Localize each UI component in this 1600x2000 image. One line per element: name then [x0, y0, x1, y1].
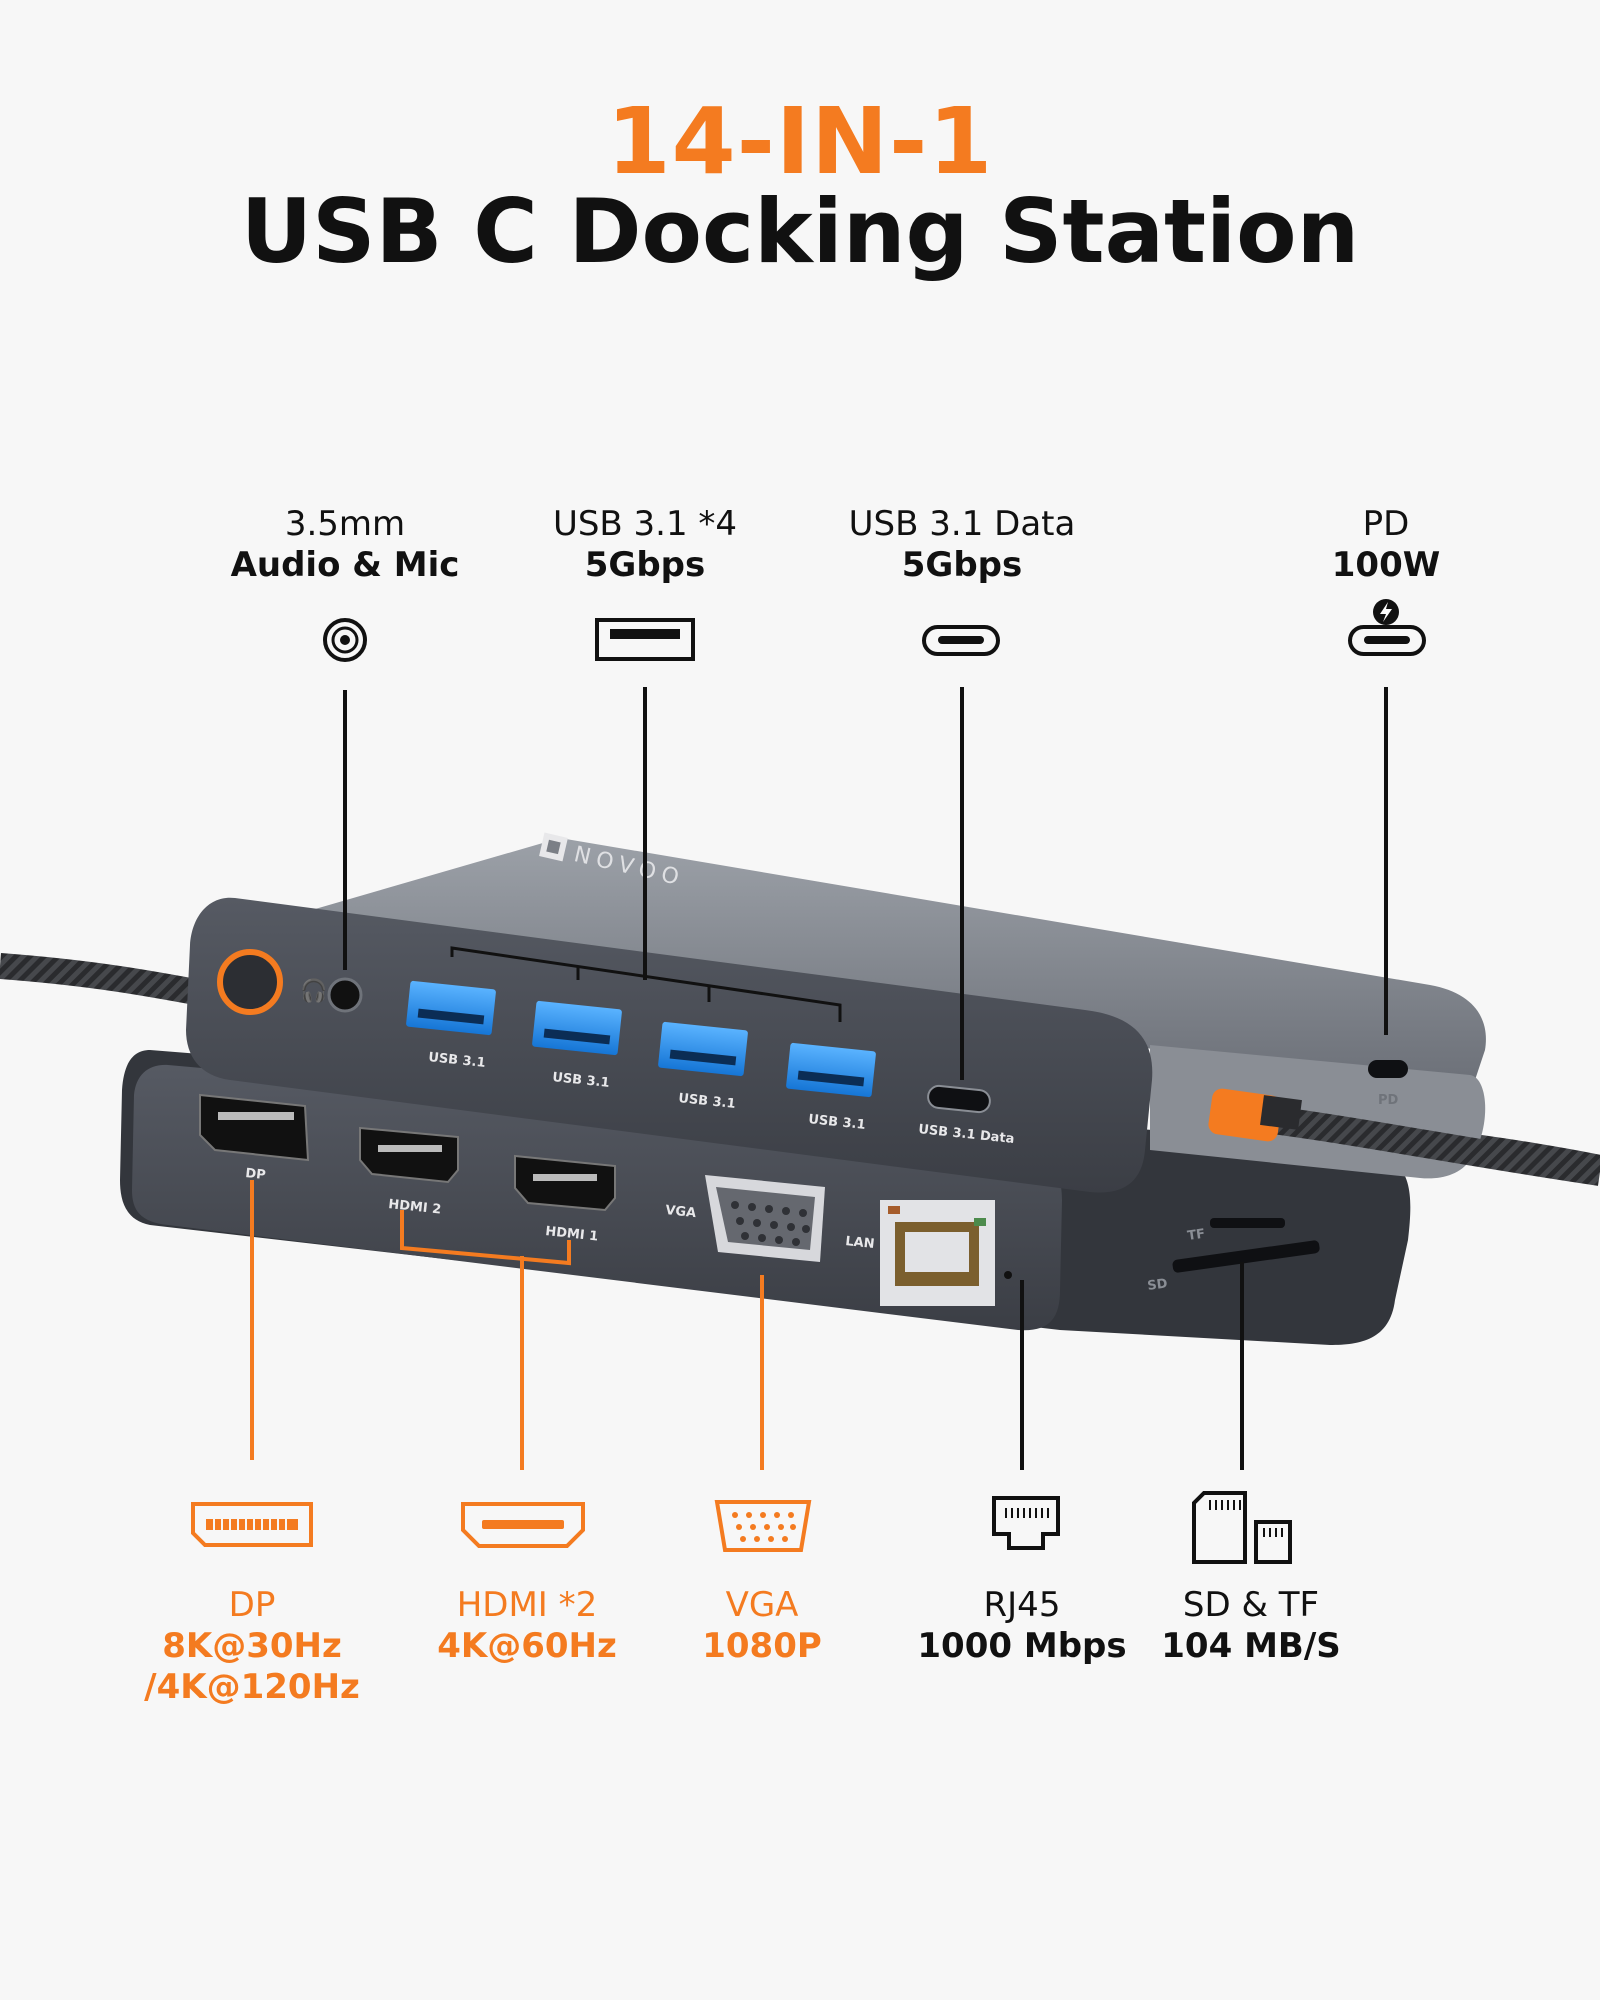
label-hdmi: HDMI *2 4K@60Hz: [337, 1585, 717, 1667]
svg-text:PD: PD: [1378, 1093, 1399, 1108]
label-rj45-line2: 1000 Mbps: [917, 1626, 1127, 1666]
headline-count: 14-IN-1: [606, 88, 994, 195]
dock-top-unit: NOVOO 🎧: [186, 832, 1486, 1193]
svg-text:USB 3.1: USB 3.1: [808, 1112, 867, 1133]
label-dp-line3: /4K@120Hz: [144, 1667, 360, 1707]
label-sd-tf-line1: SD & TF: [1182, 1585, 1320, 1625]
usb-a-icon: [595, 618, 695, 661]
label-vga: VGA 1080P: [572, 1585, 952, 1667]
label-pd-line1: PD: [1362, 504, 1410, 544]
label-audio-line2: Audio & Mic: [230, 545, 460, 585]
dp-port: [199, 1093, 310, 1162]
label-rj45-line1: RJ45: [983, 1585, 1061, 1625]
label-sd-tf-line2: 104 MB/S: [1161, 1626, 1341, 1666]
label-vga-line1: VGA: [725, 1585, 799, 1625]
label-usb-a-line1: USB 3.1 *4: [552, 504, 738, 544]
lan-port: [880, 1200, 995, 1306]
label-dp: DP 8K@30Hz /4K@120Hz: [62, 1585, 442, 1708]
leader-lines-top: [343, 687, 1388, 1080]
hdmi1-port: [514, 1154, 616, 1212]
svg-text:LAN: LAN: [845, 1234, 876, 1252]
label-usb-a-line2: 5Gbps: [584, 545, 706, 585]
label-audio-line1: 3.5mm: [284, 504, 406, 544]
usb-a-ports: [406, 980, 876, 1098]
label-usb-a: USB 3.1 *4 5Gbps: [455, 504, 835, 586]
label-dp-line2: 8K@30Hz: [162, 1626, 342, 1666]
power-button: [217, 949, 283, 1015]
svg-text:VGA: VGA: [665, 1203, 697, 1221]
sd-tf-card-icon: [1192, 1491, 1292, 1564]
card-slots: [1172, 1218, 1320, 1273]
usb-c-data-port: [927, 1084, 991, 1114]
label-usb-c-line2: 5Gbps: [901, 545, 1023, 585]
label-dp-line1: DP: [228, 1585, 276, 1625]
svg-text:USB 3.1: USB 3.1: [552, 1070, 611, 1091]
usb-c-pd-port: [1368, 1060, 1408, 1078]
label-pd-line2: 100W: [1331, 545, 1441, 585]
label-pd: PD 100W: [1196, 504, 1576, 586]
hdmi-icon: [461, 1502, 585, 1548]
svg-text:USB 3.1: USB 3.1: [678, 1091, 737, 1112]
svg-text:HDMI 1: HDMI 1: [545, 1224, 599, 1244]
svg-text:USB 3.1: USB 3.1: [428, 1050, 487, 1071]
label-usb-c: USB 3.1 Data 5Gbps: [772, 504, 1152, 586]
svg-text:TF: TF: [1186, 1227, 1206, 1244]
rj45-icon: [992, 1496, 1060, 1550]
svg-text:SD: SD: [1146, 1276, 1168, 1294]
displayport-icon: [191, 1502, 313, 1547]
hdmi2-port: [359, 1126, 459, 1184]
headphone-glyph: 🎧: [300, 978, 327, 1004]
leader-lines-bottom-orange: [250, 1180, 764, 1470]
label-audio: 3.5mm Audio & Mic: [155, 504, 535, 586]
label-usb-c-line1: USB 3.1 Data: [848, 504, 1076, 544]
label-vga-line2: 1080P: [702, 1626, 822, 1666]
leader-lines-bottom-black: [1020, 1262, 1244, 1470]
label-hdmi-line2: 4K@60Hz: [437, 1626, 617, 1666]
vga-icon: [714, 1500, 812, 1552]
vga-port: [705, 1175, 825, 1262]
headline-title: USB C Docking Station: [240, 180, 1360, 283]
usb-c-icon: [922, 625, 1000, 656]
usb-c-pd-icon: [1348, 599, 1426, 656]
audio-jack-icon: [323, 618, 367, 662]
label-sd-tf: SD & TF 104 MB/S: [1061, 1585, 1441, 1667]
label-hdmi-line1: HDMI *2: [456, 1585, 598, 1625]
label-rj45: RJ45 1000 Mbps: [832, 1585, 1212, 1667]
audio-jack-port: [327, 977, 363, 1013]
svg-text:DP: DP: [245, 1166, 267, 1183]
